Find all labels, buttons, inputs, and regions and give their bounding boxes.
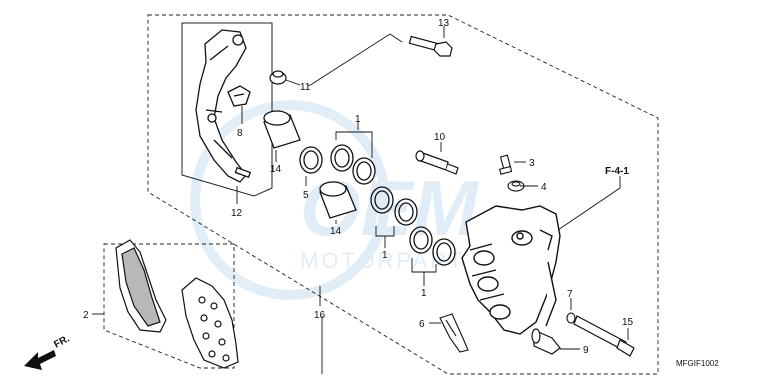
caliper-bracket <box>195 29 252 183</box>
callout-12: 16 <box>314 310 326 321</box>
callout-8: 8 <box>237 128 243 139</box>
brake-pad-rear <box>181 277 239 369</box>
diagram-code: MFGIF1002 <box>676 359 719 368</box>
bolt-16 <box>408 35 453 57</box>
callout-14-upper: 14 <box>270 164 282 175</box>
washer-7 <box>566 312 576 324</box>
callout-9: 10 <box>434 132 446 143</box>
watermark-text: MOTORPARTS <box>300 248 483 273</box>
watermark-logo: OEM MOTORPARTS <box>190 100 483 300</box>
front-direction-arrow: FR. <box>24 333 72 370</box>
callout-13: 12 <box>231 208 243 219</box>
callout-6: 6 <box>419 319 425 330</box>
clip-6 <box>439 313 469 353</box>
brake-pad-front <box>115 239 167 333</box>
callout-10: 9 <box>583 345 589 356</box>
callout-3: 3 <box>529 158 535 169</box>
piston-14-upper <box>263 110 301 149</box>
callout-1-b: 1 <box>382 250 388 261</box>
callout-1-a: 1 <box>355 114 361 125</box>
callout-16: 13 <box>438 18 450 29</box>
callout-1-c: 1 <box>421 288 427 299</box>
leader-lines <box>92 26 629 374</box>
callout-4: 4 <box>541 182 547 193</box>
caliper-body <box>461 205 561 335</box>
callout-labels: 13 11 8 14 5 14 12 1 1 1 10 3 4 F-4-1 7 … <box>83 18 719 368</box>
callout-14-lower: 14 <box>330 226 342 237</box>
callout-7: 7 <box>567 289 573 300</box>
piston-14-lower <box>319 181 357 219</box>
seal-5 <box>299 146 323 174</box>
callout-11: 11 <box>300 82 311 93</box>
bracket-subassembly-box <box>181 22 273 197</box>
seal-set-1-middle <box>370 186 418 226</box>
bleeder-3 <box>498 154 513 175</box>
pin-15 <box>573 315 635 357</box>
seal-set-1-upper <box>330 144 376 185</box>
callout-15: 15 <box>622 317 634 328</box>
callout-5: 5 <box>303 190 309 201</box>
seal-set-1-lower <box>409 226 456 266</box>
boot-11 <box>269 70 287 85</box>
section-ref: F-4-1 <box>605 166 629 177</box>
cap-4 <box>507 180 525 192</box>
pad-boundary <box>103 243 235 369</box>
boot-10 <box>531 328 561 355</box>
direction-marker-label: FR. <box>52 333 72 350</box>
pin-9 <box>415 150 459 175</box>
callout-2: 2 <box>83 310 89 321</box>
